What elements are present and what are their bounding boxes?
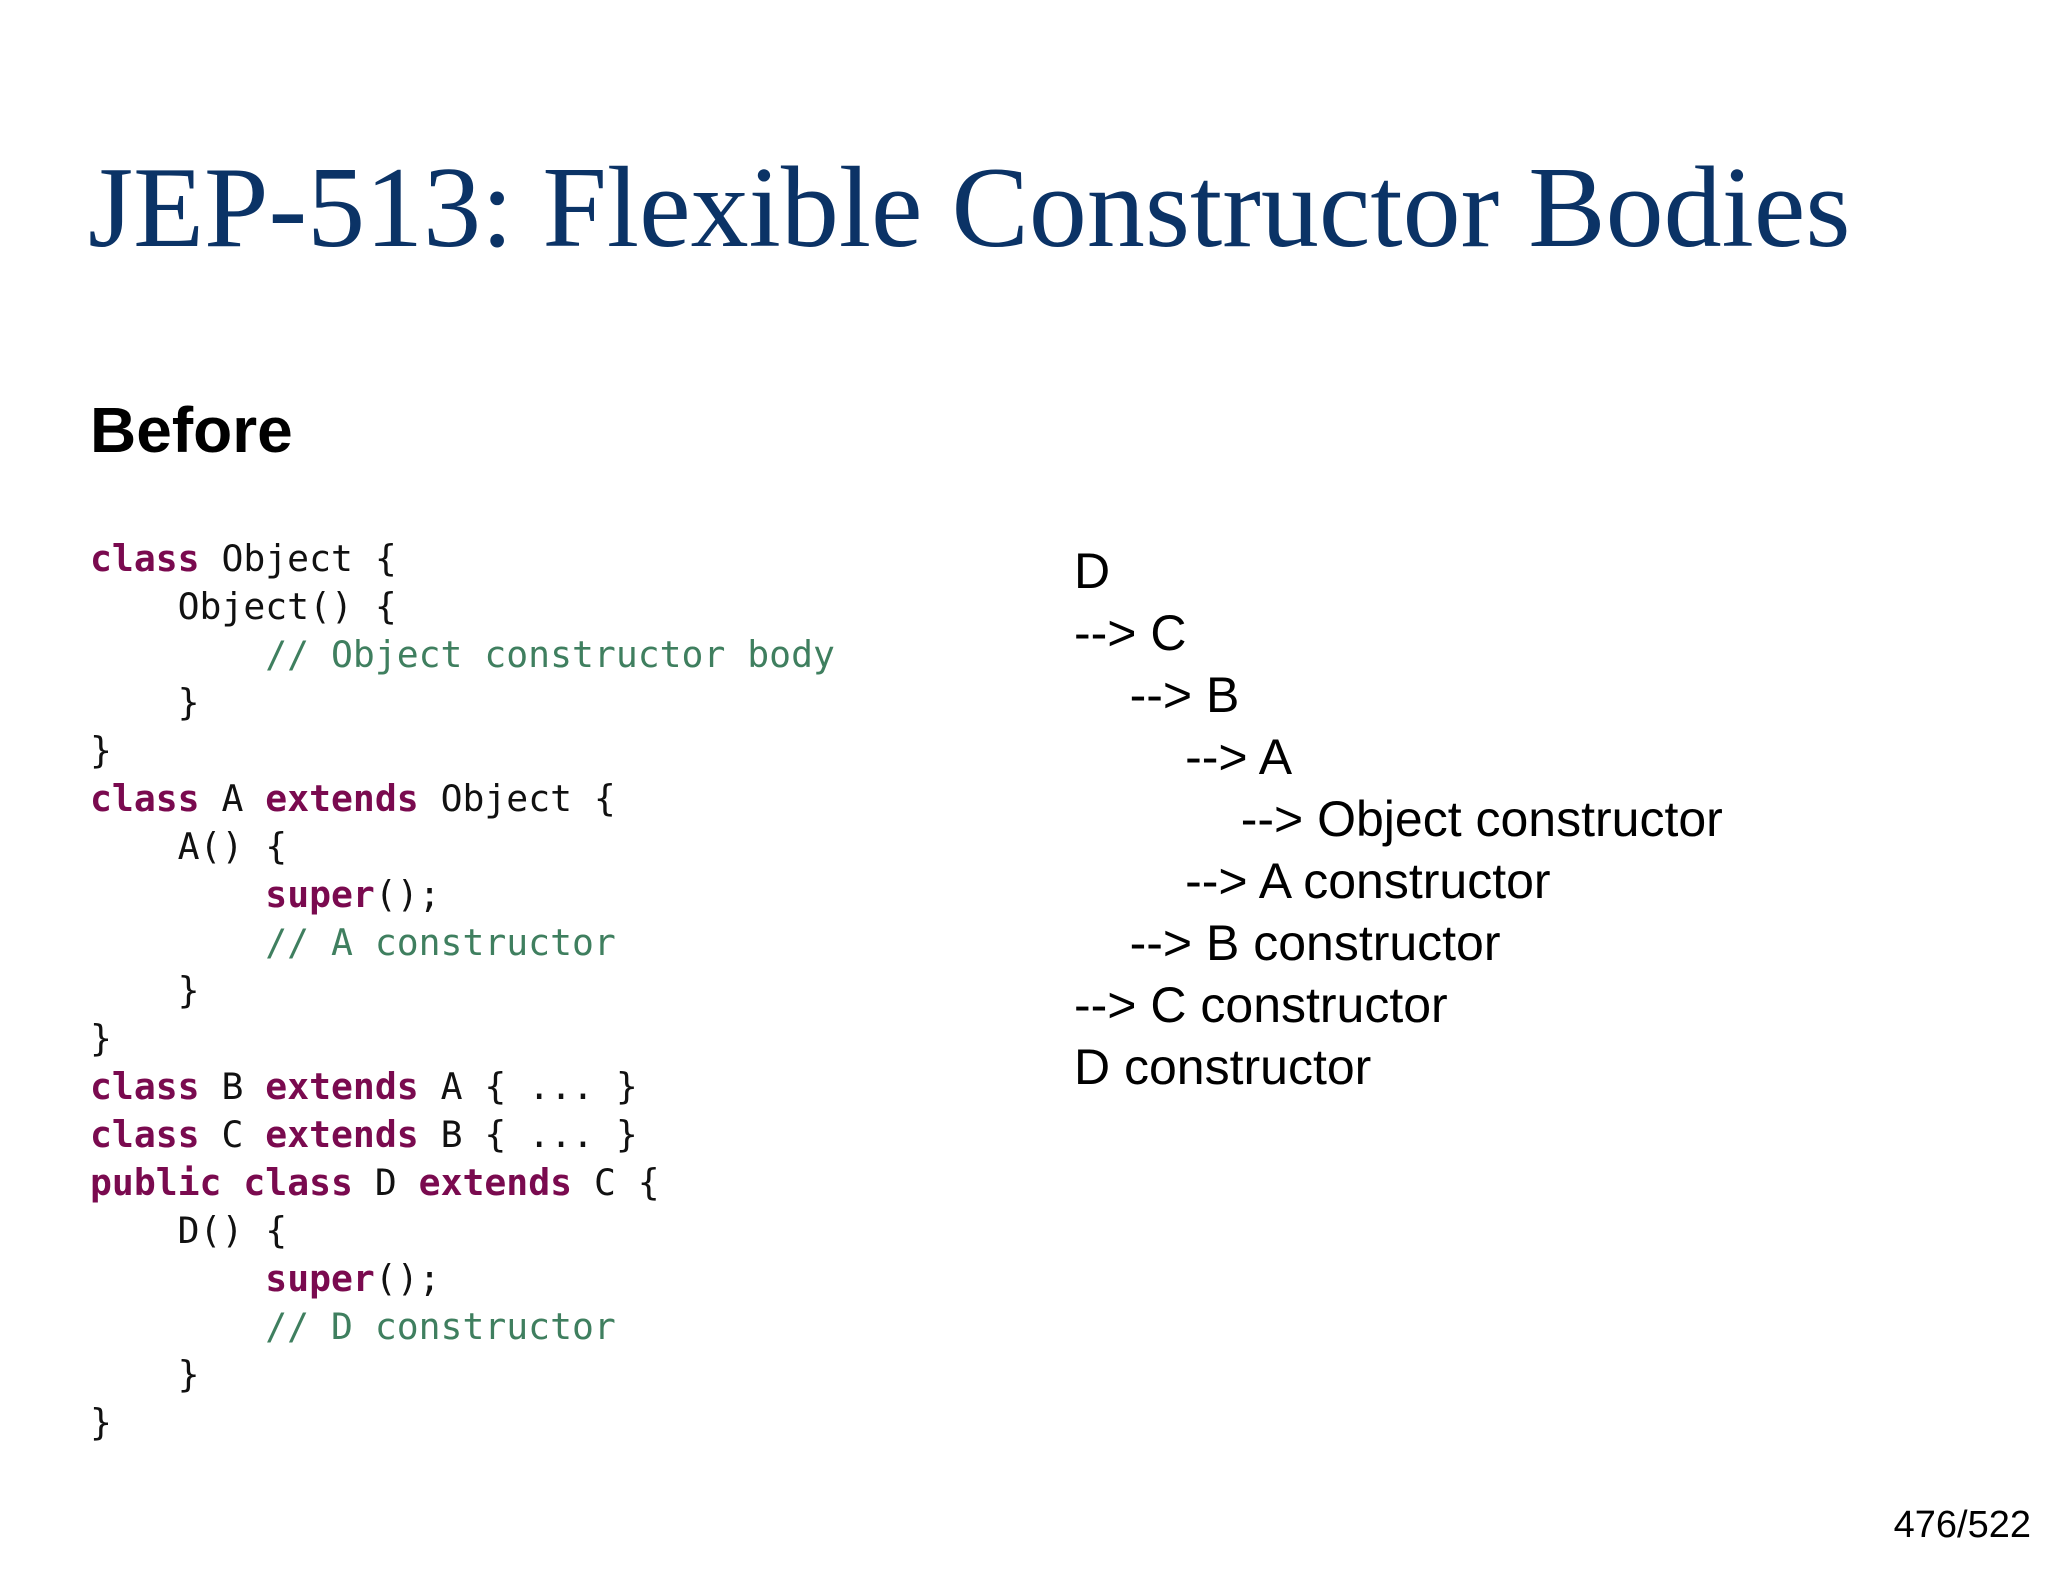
call-chain-line: --> A <box>1074 729 1293 785</box>
call-chain-line: --> C constructor <box>1074 977 1448 1033</box>
code-line: public class D extends C { <box>90 1159 835 1207</box>
code-keyword: class <box>90 1113 200 1156</box>
code-line: } <box>90 1015 835 1063</box>
code-text: A { ... } <box>418 1065 638 1108</box>
code-text: (); <box>374 1257 441 1300</box>
code-line: class C extends B { ... } <box>90 1111 835 1159</box>
page-number: 476/522 <box>1893 1504 2031 1546</box>
code-text: C { <box>572 1161 660 1204</box>
code-line: } <box>90 967 835 1015</box>
code-keyword: class <box>90 537 200 580</box>
code-text: B { ... } <box>418 1113 638 1156</box>
code-keyword: class <box>243 1161 353 1204</box>
code-line: } <box>90 1351 835 1399</box>
code-text: Object { <box>418 777 616 820</box>
code-line: A() { <box>90 823 835 871</box>
code-keyword: super <box>265 1257 375 1300</box>
code-keyword: extends <box>265 1065 419 1108</box>
code-line: class A extends Object { <box>90 775 835 823</box>
call-chain-line: --> C <box>1074 605 1187 661</box>
code-line: } <box>90 1399 835 1447</box>
code-keyword: super <box>265 873 375 916</box>
call-chain: D --> C --> B --> A --> Object constructo… <box>1074 540 1723 1098</box>
code-line: // Object constructor body <box>90 631 835 679</box>
code-block: class Object { Object() { // Object cons… <box>90 535 835 1447</box>
code-line: Object() { <box>90 583 835 631</box>
code-line: super(); <box>90 871 835 919</box>
code-text: } <box>90 681 200 724</box>
code-text: C <box>199 1113 266 1156</box>
code-line: // D constructor <box>90 1303 835 1351</box>
code-text: A() { <box>90 825 288 868</box>
code-line: // A constructor <box>90 919 835 967</box>
code-text: Object { <box>199 537 397 580</box>
call-chain-line: --> B constructor <box>1074 915 1501 971</box>
slide-title: JEP-513: Flexible Constructor Bodies <box>88 144 1851 272</box>
section-heading: Before <box>90 394 293 466</box>
code-text: } <box>90 969 200 1012</box>
code-text: A <box>199 777 266 820</box>
code-text: D <box>352 1161 419 1204</box>
code-text: Object() { <box>90 585 397 628</box>
code-line: } <box>90 727 835 775</box>
code-line: } <box>90 679 835 727</box>
call-chain-line: --> B <box>1074 667 1240 723</box>
code-text: } <box>90 1401 112 1444</box>
code-text: } <box>90 729 112 772</box>
code-keyword: class <box>90 1065 200 1108</box>
code-line: class Object { <box>90 535 835 583</box>
code-text <box>90 873 265 916</box>
code-text: } <box>90 1353 200 1396</box>
call-chain-line: --> Object constructor <box>1074 791 1723 847</box>
code-text: B <box>199 1065 266 1108</box>
code-line: super(); <box>90 1255 835 1303</box>
code-keyword: extends <box>418 1161 573 1204</box>
call-chain-line: D <box>1074 543 1111 599</box>
code-comment: // D constructor <box>90 1305 616 1348</box>
code-line: class B extends A { ... } <box>90 1063 835 1111</box>
code-comment: // Object constructor body <box>90 633 835 676</box>
code-text: } <box>90 1017 112 1060</box>
code-text <box>90 1257 265 1300</box>
code-text: (); <box>374 873 441 916</box>
code-line: D() { <box>90 1207 835 1255</box>
code-text <box>221 1161 243 1204</box>
call-chain-line: D constructor <box>1074 1039 1372 1095</box>
code-keyword: class <box>90 777 200 820</box>
code-text: D() { <box>90 1209 288 1252</box>
code-comment: // A constructor <box>90 921 616 964</box>
call-chain-line: --> A constructor <box>1074 853 1551 909</box>
code-keyword: extends <box>265 1113 419 1156</box>
code-keyword: public <box>90 1161 222 1204</box>
code-keyword: extends <box>265 777 419 820</box>
